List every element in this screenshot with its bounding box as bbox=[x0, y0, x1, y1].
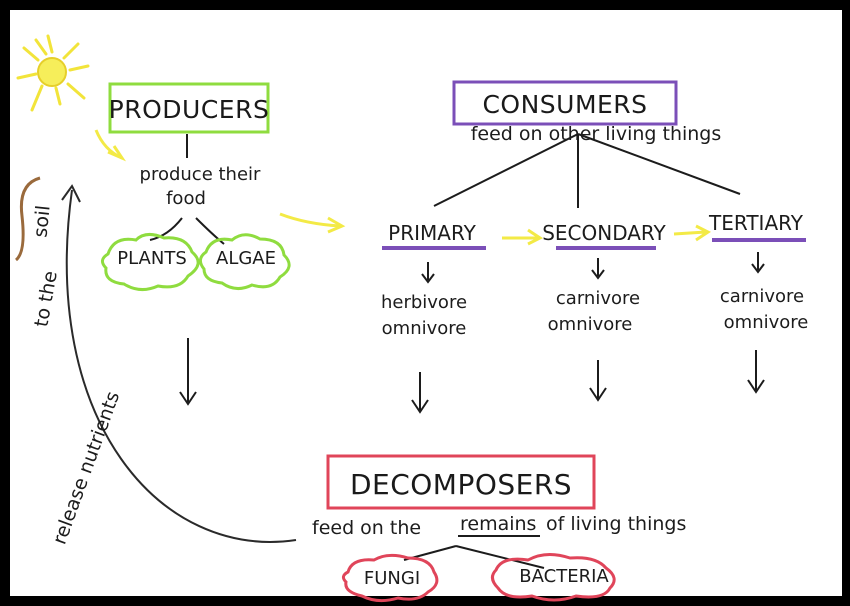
secondary-diet-line2: omnivore bbox=[548, 314, 633, 335]
tertiary-down-arrow bbox=[751, 252, 765, 274]
producers-to-decomposers-arrow bbox=[179, 338, 197, 406]
producers-example-algae: ALGAE bbox=[216, 248, 276, 269]
cycle-label-part1: release nutrients bbox=[48, 389, 124, 548]
consumers-box bbox=[452, 80, 678, 126]
consumers-description: feed on other living things bbox=[471, 123, 722, 145]
producers-to-primary-arrow bbox=[279, 212, 341, 228]
sun-to-producers-arrowhead bbox=[107, 145, 127, 162]
decomposers-description-after: of living things bbox=[546, 513, 686, 535]
consumers-branch-lines bbox=[433, 133, 741, 208]
fungi-cloud bbox=[341, 553, 439, 603]
cycle-label-part2: to the bbox=[30, 269, 61, 328]
nutrient-cycle-arrow bbox=[65, 189, 297, 543]
producers-to-primary-arrowhead bbox=[327, 216, 346, 234]
decomposers-box bbox=[326, 454, 596, 510]
decomposers-branch-lines bbox=[403, 545, 545, 569]
producers-example-plants: PLANTS bbox=[117, 248, 187, 269]
decomposers-description-before: feed on the bbox=[312, 517, 421, 539]
primary-down-arrow bbox=[421, 262, 435, 284]
decomposers-title: DECOMPOSERS bbox=[350, 468, 572, 501]
producers-box bbox=[108, 82, 270, 134]
primary-to-secondary-arrow bbox=[502, 228, 543, 246]
secondary-to-tertiary-arrow bbox=[673, 224, 711, 242]
secondary-diet-line1: carnivore bbox=[556, 288, 640, 309]
tertiary-diet-line1: carnivore bbox=[720, 286, 804, 307]
consumers-title: CONSUMERS bbox=[482, 90, 647, 119]
algae-cloud bbox=[199, 233, 291, 290]
secondary-to-decomposers-arrow bbox=[589, 360, 607, 402]
primary-level-title: PRIMARY bbox=[388, 221, 476, 245]
primary-diet-line2: omnivore bbox=[382, 318, 467, 339]
producers-description-line2: food bbox=[166, 188, 206, 209]
cycle-label-part3: soil bbox=[29, 204, 54, 238]
producers-title: PRODUCERS bbox=[109, 95, 270, 124]
sun-icon bbox=[16, 34, 90, 112]
soil-bracket bbox=[14, 176, 41, 262]
secondary-level-title: SECONDARY bbox=[542, 221, 666, 245]
primary-to-decomposers-arrow bbox=[411, 372, 429, 414]
decomposers-example-fungi: FUNGI bbox=[364, 568, 420, 589]
secondary-down-arrow bbox=[591, 258, 605, 280]
tertiary-level-title: TERTIARY bbox=[708, 211, 804, 235]
plants-cloud bbox=[101, 233, 200, 291]
decomposers-description-emphasis: remains bbox=[460, 513, 536, 535]
producers-branch-lines bbox=[149, 217, 225, 245]
producers-description-line1: produce their bbox=[140, 164, 262, 185]
nutrient-cycle-arrowhead bbox=[61, 184, 81, 203]
decomposers-example-bacteria: BACTERIA bbox=[519, 566, 609, 587]
tertiary-to-decomposers-arrow bbox=[747, 350, 765, 394]
tertiary-diet-line2: omnivore bbox=[724, 312, 809, 333]
paper-sheet bbox=[10, 10, 842, 596]
bacteria-cloud bbox=[491, 553, 616, 602]
primary-diet-line1: herbivore bbox=[381, 292, 467, 313]
